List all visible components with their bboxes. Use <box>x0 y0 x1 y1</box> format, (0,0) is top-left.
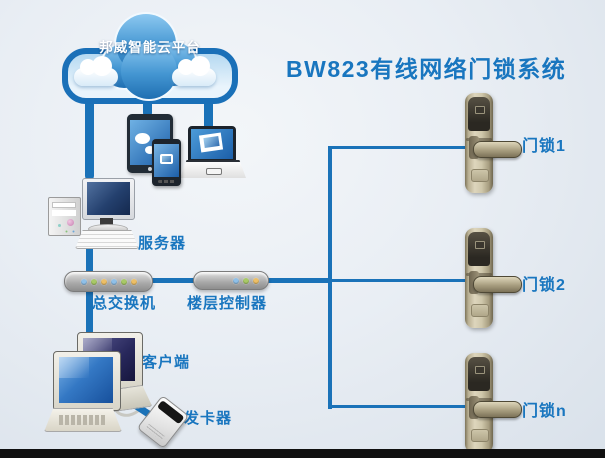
phone-screen <box>154 144 179 177</box>
wire-switch-to-controller <box>145 278 198 283</box>
wire-cloud-to-laptop <box>204 100 213 131</box>
wire-bus-vertical <box>328 146 332 409</box>
lock-card-reader <box>468 232 490 266</box>
wire-cloud-to-server <box>85 100 94 180</box>
laptop-screen <box>191 129 233 159</box>
server-monitor-stand <box>100 218 113 225</box>
lock-groove <box>466 138 492 141</box>
wire-branch-lock1 <box>330 146 466 149</box>
small-cloud-right-icon <box>172 56 216 86</box>
client-front-screen <box>59 357 113 403</box>
lock-bottom-plate <box>471 169 489 182</box>
lock-card-reader <box>468 97 490 131</box>
client-front-computer-icon <box>53 351 121 411</box>
door-lock-2-icon <box>465 228 522 328</box>
bottom-bar <box>0 449 605 458</box>
led-dot <box>90 278 97 285</box>
server-keyboard-icon <box>75 230 139 249</box>
cloud-platform-label: 邦威智能云平台 <box>99 40 201 56</box>
led-dot <box>80 278 87 285</box>
door-lock-2-label: 门锁2 <box>522 277 566 294</box>
lock-bottom-plate <box>471 304 489 317</box>
main-switch-icon <box>64 271 153 292</box>
client-front-keyboard-icon <box>44 408 122 432</box>
led-dot <box>130 278 137 285</box>
server-tower-icon <box>48 197 81 236</box>
lock-groove <box>466 398 492 401</box>
led-dot <box>120 278 127 285</box>
laptop-icon <box>188 126 236 162</box>
door-lock-1-icon <box>465 93 522 193</box>
main-switch-label: 总交换机 <box>92 295 157 312</box>
led-dot <box>243 277 249 284</box>
server-screen <box>87 182 130 215</box>
wire-cloud-to-tablet <box>143 100 152 117</box>
lock-bottom-plate <box>471 429 489 442</box>
floor-controller-label: 楼层控制器 <box>187 295 268 312</box>
wire-branch-lock2 <box>332 279 466 282</box>
smartphone-icon <box>152 139 181 186</box>
lock-handle-icon <box>473 401 522 418</box>
wire-branch-lockn <box>330 405 466 408</box>
card-issuer-label: 发卡器 <box>184 410 233 427</box>
small-cloud-left-icon <box>74 56 118 86</box>
client-label: 客户端 <box>142 354 191 371</box>
door-lock-n-label: 门锁n <box>522 403 567 420</box>
lock-handle-icon <box>473 141 522 158</box>
server-label: 服务器 <box>138 235 187 252</box>
wire-server-to-switch <box>86 244 93 273</box>
led-dot <box>100 278 107 285</box>
laptop-base <box>180 160 246 178</box>
lock-handle-icon <box>473 276 522 293</box>
door-lock-n-icon <box>465 353 522 453</box>
server-monitor-icon <box>82 178 135 220</box>
led-dot <box>253 277 259 284</box>
wire-controller-to-bus <box>263 278 332 283</box>
wire-switch-to-client <box>86 288 93 334</box>
lock-card-reader <box>468 357 490 391</box>
led-dot <box>110 278 117 285</box>
floor-controller-icon <box>193 271 269 290</box>
door-lock-1-label: 门锁1 <box>522 138 566 155</box>
led-dot <box>233 277 239 284</box>
page-title: BW823有线网络门锁系统 <box>286 56 567 82</box>
lock-groove <box>466 273 492 276</box>
